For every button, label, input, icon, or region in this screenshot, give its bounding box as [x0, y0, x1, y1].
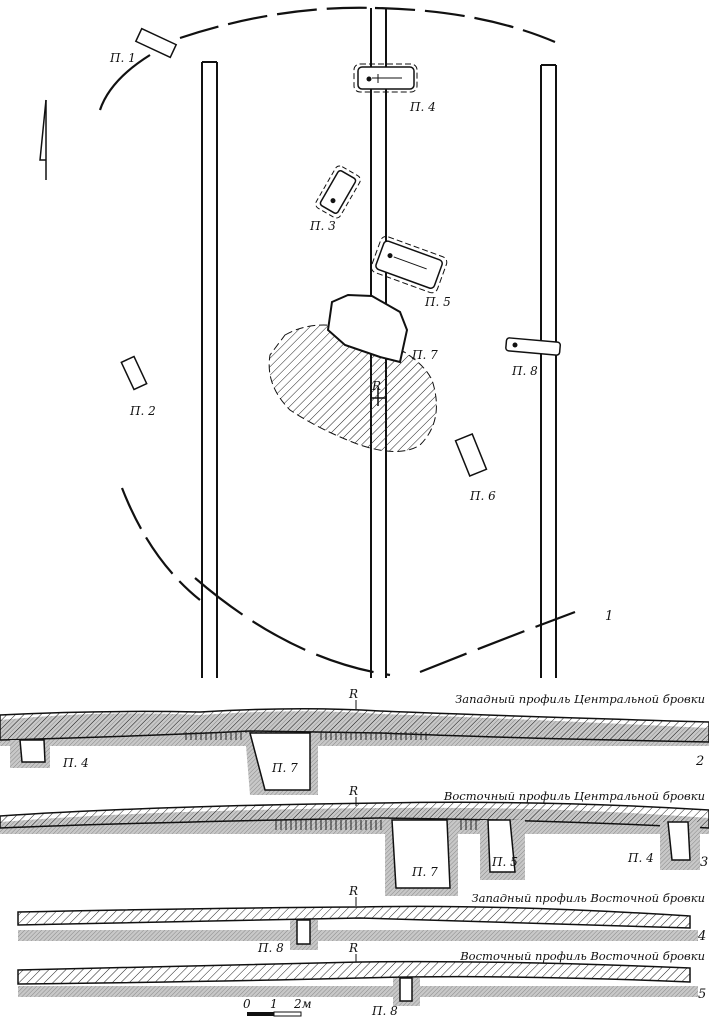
- pit-label: П. 4: [627, 851, 654, 865]
- pit-label: П. 2: [129, 404, 156, 418]
- pit-label: П. 1: [109, 51, 136, 65]
- pit-label: П. 8: [511, 364, 538, 378]
- north-arrow-icon: [39, 99, 47, 180]
- pit-label: П. 7: [271, 761, 298, 775]
- figure-number: 1: [605, 609, 613, 624]
- pit-label: П. 4: [62, 756, 89, 770]
- pit-label: П. 3: [309, 219, 336, 233]
- pit-label: П. 4: [409, 100, 436, 114]
- pit-label: П. 6: [469, 489, 496, 503]
- benchmark-r0: R: [370, 379, 386, 406]
- profile-2: П. 4 П. 7 Западный профиль Центральной б…: [0, 687, 709, 795]
- profile-number: 2: [695, 754, 704, 769]
- profile-3: П. 7 П. 5 П. 4 Восточный профиль Централ…: [0, 784, 709, 896]
- pit-7: [326, 293, 409, 364]
- profile-number: 5: [698, 987, 706, 1002]
- pit-2: [120, 355, 148, 391]
- profile-title: Восточный профиль Центральной бровки: [443, 789, 705, 803]
- pit-5: [370, 236, 448, 294]
- scale-tick: 2м: [293, 997, 312, 1011]
- pit-label: П. 7: [411, 865, 438, 879]
- pit-6: [454, 433, 488, 477]
- pit-label: П. 7: [411, 348, 438, 362]
- mound-outline: [98, 6, 576, 677]
- benchmark-label: R: [371, 379, 381, 393]
- pit-3: [315, 165, 361, 219]
- svg-text:R: R: [348, 784, 358, 798]
- profile-4: П. 8 Западный профиль Восточной бровки 4…: [17, 884, 706, 955]
- scale-tick: 0: [243, 997, 251, 1011]
- profile-number: 4: [697, 929, 706, 944]
- svg-text:R: R: [348, 941, 358, 955]
- profile-title: Западный профиль Центральной бровки: [455, 692, 705, 706]
- svg-text:R: R: [348, 687, 358, 701]
- pit-label: П. 8: [257, 941, 284, 955]
- pit-4: [353, 63, 418, 93]
- scale-tick: 1: [270, 997, 278, 1011]
- pit-label: П. 5: [491, 855, 518, 869]
- pit-label: П. 8: [371, 1004, 398, 1018]
- pit-label: П. 5: [424, 295, 451, 309]
- profile-title: Восточный профиль Восточной бровки: [459, 949, 705, 963]
- pit-8: [505, 337, 562, 356]
- profile-number: 3: [700, 855, 708, 870]
- svg-text:R: R: [348, 884, 358, 898]
- profile-5: П. 8 Восточный профиль Восточной бровки …: [17, 941, 706, 1018]
- scale-bar: 0 1 2м: [243, 997, 312, 1017]
- pit-1: [134, 27, 178, 59]
- profile-title: Западный профиль Восточной бровки: [471, 891, 705, 905]
